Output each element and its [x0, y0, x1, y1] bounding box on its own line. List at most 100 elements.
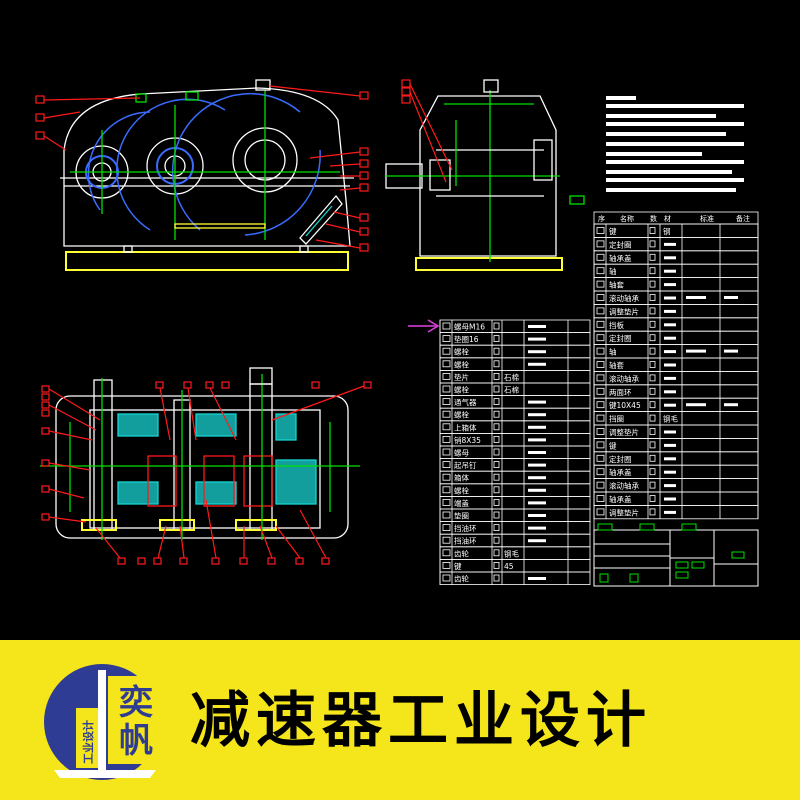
table-header: 序名称数材标准备注 [593, 211, 759, 225]
table-header-cell: 材 [664, 214, 671, 223]
plan-view [40, 367, 360, 540]
table-row: 螺栓 [439, 407, 595, 422]
part-name: 定封圈 [609, 239, 632, 249]
part-name: 垫圈16 [454, 334, 479, 344]
table-row: 定封圈 [593, 451, 759, 466]
part-name: 销8X35 [454, 435, 481, 445]
part-note: 石棉 [504, 372, 519, 382]
part-name: 挡油环 [454, 523, 477, 533]
side-view [385, 79, 585, 271]
part-name: 键10X45 [609, 400, 641, 410]
part-name: 滚动轴承 [609, 373, 639, 383]
table-row: 螺栓 石棉 [439, 382, 595, 397]
part-name: 轴承盖 [609, 494, 632, 504]
part-name: 滚动轴承 [609, 481, 639, 491]
table-row: 定封圈 [593, 236, 759, 252]
table-row: 螺栓 [439, 357, 595, 371]
logo-sail [108, 676, 164, 764]
side-view-leaders [401, 79, 453, 183]
part-name: 调整垫片 [609, 306, 639, 316]
table-header-cell: 名称 [620, 214, 634, 223]
part-name: 轴套 [609, 280, 624, 290]
part-name: 螺母 [454, 448, 469, 458]
part-name: 螺母M16 [454, 322, 485, 332]
logo-small-sail [76, 708, 98, 768]
table-row: 轴 [593, 263, 759, 279]
table-row: 定封圈 [593, 330, 759, 346]
table-row: 键 45 [439, 559, 595, 573]
table-row: 通气器 [439, 395, 595, 409]
logo-mast [98, 670, 106, 772]
part-name: 箱体 [454, 473, 469, 483]
part-name: 轴套 [609, 360, 624, 370]
logo-char-fan: 帆 [119, 721, 153, 761]
part-name: 键 [609, 226, 617, 236]
part-name: 螺栓 [454, 485, 469, 495]
part-note: 石棉 [504, 385, 519, 395]
table-row: 挡油环 [439, 533, 595, 548]
table-row: 箱体 [439, 470, 595, 485]
table-header-cell: 数 [650, 214, 657, 223]
part-name: 挡油环 [454, 536, 477, 546]
table-row: 挡圈 钢毛 [593, 411, 759, 426]
magenta-arrow [408, 319, 440, 333]
part-name: 齿轮 [454, 548, 469, 558]
part-name: 垫圈 [454, 511, 469, 521]
yifan-logo: 奕 帆 工业设计 [44, 664, 164, 780]
part-name: 挡板 [609, 320, 624, 330]
table-row: 键钢 [593, 223, 759, 238]
part-name: 轴承盖 [609, 253, 632, 263]
table-row: 调整垫片 [593, 424, 759, 439]
table-row: 轴承盖 [593, 250, 759, 265]
table-row: 键 [593, 437, 759, 453]
part-name: 螺栓 [454, 410, 469, 420]
part-name: 调整垫片 [609, 507, 639, 517]
table-row: 轴套 [593, 357, 759, 372]
table-row: 滚动轴承 [593, 370, 759, 386]
table-row: 螺栓 [439, 483, 595, 497]
part-material: 钢毛 [663, 414, 678, 424]
table-header-cell: 序 [598, 214, 605, 223]
table-row: 垫片 石棉 [439, 369, 595, 384]
table-row: 销8X35 [439, 432, 595, 447]
cad-drawing-canvas: 螺母M16垫圈16螺栓螺栓垫片石棉螺栓石棉通气器螺栓上箱体销8X35螺母起吊钉箱… [35, 79, 759, 587]
part-name: 调整垫片 [609, 427, 639, 437]
table-row: 调整垫片 [593, 504, 759, 520]
part-name: 轴承盖 [609, 467, 632, 477]
part-material: 钢 [663, 226, 671, 236]
part-note: 45 [504, 562, 514, 571]
table-row: 轴套 [593, 277, 759, 292]
table-row: 挡板 [593, 317, 759, 332]
logo-boat-icon [54, 770, 156, 778]
table-row: 轴承盖 [593, 464, 759, 480]
table-row: 起吊钉 [439, 458, 595, 472]
table-row: 两面环 [593, 384, 759, 399]
table-row: 垫圈16 [439, 332, 595, 346]
part-name: 螺栓 [454, 359, 469, 369]
table-row: 上箱体 [439, 420, 595, 434]
part-name: 上箱体 [454, 422, 477, 432]
logo-sub-label: 工业设计 [81, 720, 95, 764]
part-name: 端盖 [454, 498, 469, 508]
part-name: 滚动轴承 [609, 293, 639, 303]
part-name: 垫片 [454, 372, 469, 382]
part-name: 定封圈 [609, 333, 632, 343]
part-name: 轴 [609, 347, 617, 357]
table-row: 齿轮 [439, 571, 595, 586]
table-row: 调整垫片 [593, 303, 759, 319]
table-row: 螺母M16 [439, 319, 595, 334]
table-row: 齿轮 钢毛 [439, 546, 595, 560]
front-view [60, 79, 354, 271]
table-row: 挡油环 [439, 521, 595, 535]
table-header-cell: 标准 [700, 214, 714, 223]
part-note: 钢毛 [504, 548, 519, 558]
front-view-leaders [35, 85, 369, 252]
part-name: 键 [454, 561, 462, 571]
part-name: 键 [609, 440, 617, 450]
part-name: 螺栓 [454, 385, 469, 395]
parts-table-right: 序名称数材标准备注键钢定封圈轴承盖轴轴套滚动轴承调整垫片挡板定封圈轴轴套滚动轴承… [593, 211, 759, 520]
table-row: 垫圈 [439, 508, 595, 523]
part-name: 通气器 [454, 397, 477, 407]
part-name: 挡圈 [609, 414, 624, 424]
part-name: 螺栓 [454, 347, 469, 357]
